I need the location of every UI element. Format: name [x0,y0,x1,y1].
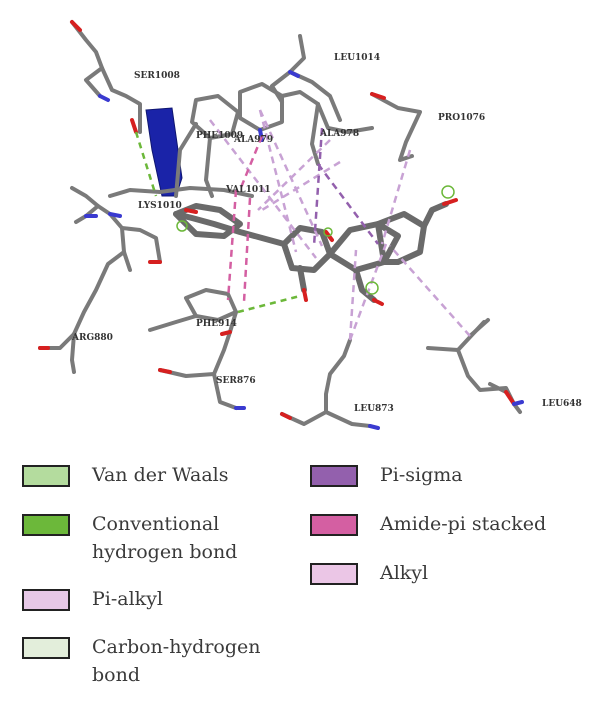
legend-swatch [22,514,70,536]
legend-item-conventional-hydrogen-bond: Conventional hydrogen bond [22,510,237,566]
legend-label: Carbon-hydrogen bond [92,636,261,686]
label-phe914: PHE914 [196,319,237,329]
legend-item-pi-alkyl: Pi-alkyl [22,585,163,613]
legend-swatch [22,637,70,659]
legend-item-pi-sigma: Pi-sigma [310,461,463,489]
pi-alkyl-interactions [209,109,471,341]
hydrogen-bond-interactions [134,131,301,314]
oxygen-atoms [38,20,516,420]
legend-swatch [310,514,358,536]
label-lys1010: LYS1010 [138,201,182,211]
label-pro1076: PRO1076 [438,113,485,123]
van-der-waals-markers [176,185,455,295]
label-arg880: ARG880 [71,333,113,343]
label-ser876: SER876 [216,376,256,386]
legend-item-carbon-hydrogen-bond: Carbon-hydrogen bond [22,633,261,689]
interaction-legend: Van der Waals Conventional hydrogen bond… [0,455,600,704]
legend-item-amide-pi-stacked: Amide-pi stacked [310,510,546,538]
legend-swatch [310,465,358,487]
legend-label: Van der Waals [92,464,229,486]
legend-swatch [22,465,70,487]
legend-item-alkyl: Alkyl [310,559,428,587]
label-ala979: ALA979 [233,135,273,145]
legend-label: Pi-alkyl [92,588,164,610]
legend-label: Amide-pi stacked [380,513,547,535]
label-leu648: LEU648 [542,399,582,409]
label-ser1008: SER1008 [134,71,180,81]
molecular-interaction-diagram: SER1008 LEU1014 PRO1076 PHE1009 ALA979 A… [38,20,582,430]
amide-pi-stacked-interactions [226,135,264,303]
label-ala978: ALA978 [319,129,359,139]
label-phe1009: PHE1009 [196,131,243,141]
legend-swatch [310,563,358,585]
residue-labels: SER1008 LEU1014 PRO1076 PHE1009 ALA979 A… [71,53,582,414]
legend-label: Conventional hydrogen bond [92,513,238,563]
legend-label: Pi-sigma [380,464,463,486]
legend-label: Alkyl [380,562,429,584]
pi-sigma-interactions [312,127,379,247]
label-leu873: LEU873 [354,404,394,414]
legend-swatch [22,589,70,611]
residue-sticks [38,20,522,428]
label-val1011: VAL1011 [225,185,271,195]
label-leu1014: LEU1014 [334,53,380,63]
legend-item-van-der-waals: Van der Waals [22,461,228,489]
ligand-molecule [173,201,449,303]
